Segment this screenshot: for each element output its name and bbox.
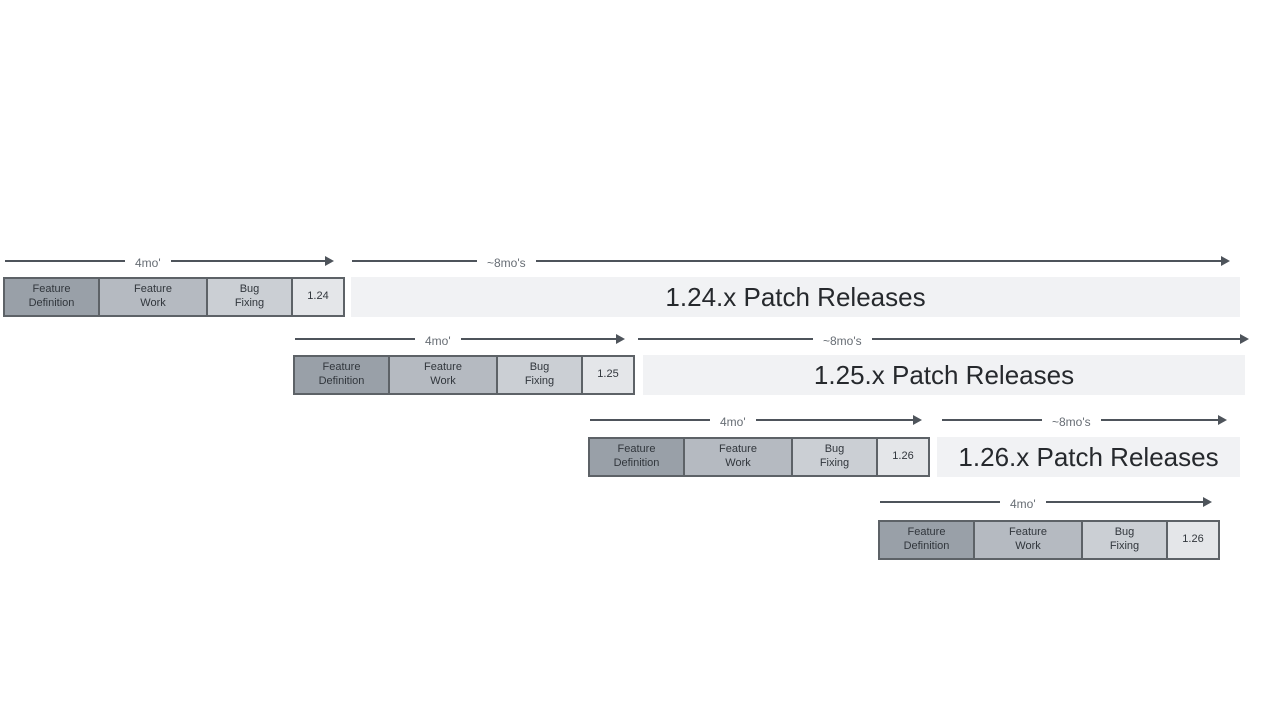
arrowhead-icon (871, 334, 1250, 344)
release-cycle-boxes: Feature Definition Feature Work Bug Fixi… (293, 355, 635, 395)
phase-label: Bug (529, 361, 550, 374)
version-box: 1.26 (1166, 520, 1220, 560)
release-cycle-boxes: Feature Definition Feature Work Bug Fixi… (588, 437, 930, 477)
phase-label: Feature (719, 443, 757, 456)
cycle-duration-arrow: 4mo' (5, 254, 335, 270)
phase-label: Definition (903, 540, 950, 552)
version-label: 1.26 (1182, 533, 1204, 546)
phase-box-feature-definition: Feature Definition (293, 355, 390, 395)
version-box: 1.26 (876, 437, 930, 477)
arrow-line (295, 338, 415, 340)
phase-label: Fixing (1109, 540, 1140, 552)
phase-label: Feature (1009, 526, 1047, 539)
release-cycle-boxes: Feature Definition Feature Work Bug Fixi… (878, 520, 1220, 560)
phase-label: Feature (32, 283, 71, 296)
cycle-duration-arrow: 4mo' (880, 495, 1213, 511)
patch-duration-arrow: ~8mo's (942, 413, 1228, 429)
arrowhead-icon (535, 256, 1231, 266)
phase-box-feature-work: Feature Work (98, 277, 208, 317)
patch-releases-bar: 1.26.x Patch Releases (937, 437, 1240, 477)
phase-label: Fixing (819, 457, 850, 469)
patch-releases-bar: 1.25.x Patch Releases (643, 355, 1245, 395)
arrow-line (880, 501, 1000, 503)
patch-duration-label: ~8mo's (487, 256, 526, 270)
arrow-line (590, 419, 710, 421)
arrowhead-icon (1100, 415, 1228, 425)
arrowhead-icon (460, 334, 626, 344)
phase-box-feature-work: Feature Work (683, 437, 793, 477)
arrow-line (638, 338, 813, 340)
version-box: 1.24 (291, 277, 345, 317)
version-label: 1.25 (597, 368, 619, 381)
patch-releases-bar: 1.24.x Patch Releases (351, 277, 1240, 317)
patch-duration-label: ~8mo's (823, 334, 862, 348)
phase-box-bug-fixing: Bug Fixing (791, 437, 878, 477)
phase-box-feature-definition: Feature Definition (588, 437, 685, 477)
cycle-duration-label: 4mo' (1010, 497, 1036, 511)
phase-label: Fixing (524, 375, 555, 387)
phase-label: Work (725, 457, 751, 469)
phase-label: Bug (1114, 526, 1135, 539)
phase-box-feature-definition: Feature Definition (3, 277, 100, 317)
phase-label: Definition (318, 375, 365, 387)
phase-box-feature-work: Feature Work (973, 520, 1083, 560)
phase-label: Feature (322, 361, 361, 374)
phase-box-feature-definition: Feature Definition (878, 520, 975, 560)
phase-label: Feature (617, 443, 656, 456)
phase-box-bug-fixing: Bug Fixing (206, 277, 293, 317)
arrowhead-icon (1045, 497, 1213, 507)
patch-duration-arrow: ~8mo's (638, 332, 1250, 348)
phase-label: Work (1015, 540, 1041, 552)
phase-label: Work (140, 297, 166, 309)
phase-label: Bug (239, 283, 260, 296)
arrowhead-icon (755, 415, 923, 425)
cycle-duration-arrow: 4mo' (590, 413, 923, 429)
arrow-line (942, 419, 1042, 421)
patch-duration-arrow: ~8mo's (352, 254, 1231, 270)
phase-label: Feature (424, 361, 462, 374)
arrow-line (5, 260, 125, 262)
arrowhead-icon (170, 256, 335, 266)
phase-label: Fixing (234, 297, 265, 309)
cycle-duration-label: 4mo' (720, 415, 746, 429)
phase-label: Work (430, 375, 456, 387)
version-box: 1.25 (581, 355, 635, 395)
cycle-duration-label: 4mo' (135, 256, 161, 270)
arrow-line (352, 260, 477, 262)
cycle-duration-arrow: 4mo' (295, 332, 626, 348)
patch-duration-label: ~8mo's (1052, 415, 1091, 429)
phase-box-feature-work: Feature Work (388, 355, 498, 395)
phase-box-bug-fixing: Bug Fixing (1081, 520, 1168, 560)
phase-label: Bug (824, 443, 845, 456)
phase-label: Feature (134, 283, 172, 296)
phase-label: Definition (28, 297, 75, 309)
phase-label: Definition (613, 457, 660, 469)
version-label: 1.24 (307, 290, 329, 303)
version-label: 1.26 (892, 450, 914, 463)
cycle-duration-label: 4mo' (425, 334, 451, 348)
phase-box-bug-fixing: Bug Fixing (496, 355, 583, 395)
phase-label: Feature (907, 526, 946, 539)
release-cycle-boxes: Feature Definition Feature Work Bug Fixi… (3, 277, 345, 317)
